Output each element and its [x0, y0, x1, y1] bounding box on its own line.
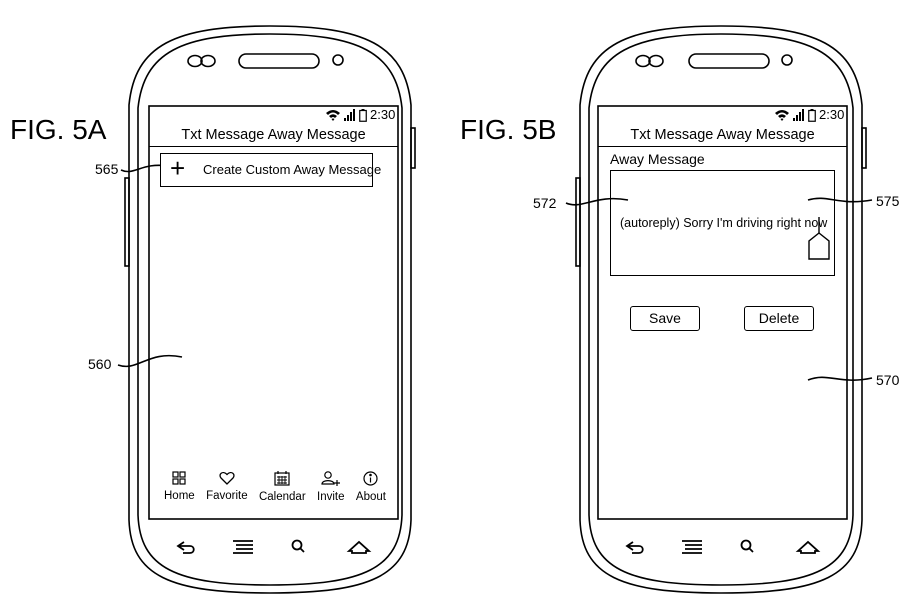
nav-item-favorite[interactable]: Favorite [206, 471, 248, 502]
nav-item-about[interactable]: About [356, 471, 386, 503]
ref-575: 575 [876, 193, 900, 209]
back-icon [176, 541, 195, 554]
create-button-label: Create Custom Away Message [203, 162, 382, 177]
nav-label: Calendar [258, 491, 306, 503]
menu-icon [682, 540, 702, 554]
nav-item-invite[interactable]: Invite [317, 471, 345, 503]
nav-label: About [355, 491, 386, 503]
home-icon [795, 540, 821, 554]
status-bar-b: 2:30 [774, 108, 844, 122]
phone-b-body [575, 25, 867, 594]
wifi-icon [326, 110, 340, 121]
battery-icon [808, 108, 816, 122]
status-time: 2:30 [370, 107, 396, 122]
away-message-text: (autoreply) Sorry I'm driving right now [620, 216, 828, 230]
battery-icon [359, 108, 367, 122]
phone-a-body [124, 25, 416, 594]
back-icon [625, 541, 644, 554]
plus-icon: + [170, 153, 186, 183]
home-icon [346, 540, 372, 554]
nav-item-home[interactable]: Home [164, 471, 195, 502]
menu-icon [233, 540, 253, 554]
save-button[interactable]: Save [630, 306, 700, 331]
bottom-nav: Home Favorite Calendar Invite About [164, 471, 386, 503]
search-icon [740, 539, 754, 553]
create-custom-away-message-button[interactable]: + Create Custom Away Message [160, 153, 381, 187]
delete-button[interactable]: Delete [744, 306, 814, 331]
figure-label-5a: FIG. 5A [10, 114, 107, 145]
status-time: 2:30 [819, 107, 845, 122]
away-message-label: Away Message [610, 151, 705, 167]
hardware-keys-a [176, 539, 372, 554]
info-icon [363, 471, 379, 486]
heart-icon [219, 472, 235, 485]
nav-item-calendar[interactable]: Calendar [259, 471, 306, 503]
ref-572: 572 [533, 195, 557, 211]
screen-title-b: Txt Message Away Message [598, 124, 847, 147]
nav-label: Home [164, 490, 195, 502]
ref-570: 570 [876, 372, 900, 388]
ref-560: 560 [88, 356, 112, 372]
text-cursor-handle-icon[interactable] [806, 217, 832, 265]
ref-565: 565 [95, 161, 119, 177]
signal-icon [344, 109, 355, 121]
hardware-keys-b [625, 539, 821, 554]
status-bar-a: 2:30 [325, 108, 395, 122]
leader-560 [117, 354, 183, 368]
screen-title-a: Txt Message Away Message [149, 124, 398, 147]
figure-label-5b: FIG. 5B [460, 114, 557, 145]
leader-572 [565, 197, 629, 206]
calendar-icon [274, 471, 290, 486]
leader-570 [807, 376, 873, 381]
signal-icon [793, 109, 804, 121]
nav-label: Invite [317, 491, 345, 503]
add-person-icon [321, 471, 340, 486]
away-message-textarea[interactable]: (autoreply) Sorry I'm driving right now [610, 170, 835, 276]
grid-icon [172, 471, 186, 485]
wifi-icon [775, 110, 789, 121]
search-icon [291, 539, 305, 553]
nav-label: Favorite [206, 490, 248, 502]
